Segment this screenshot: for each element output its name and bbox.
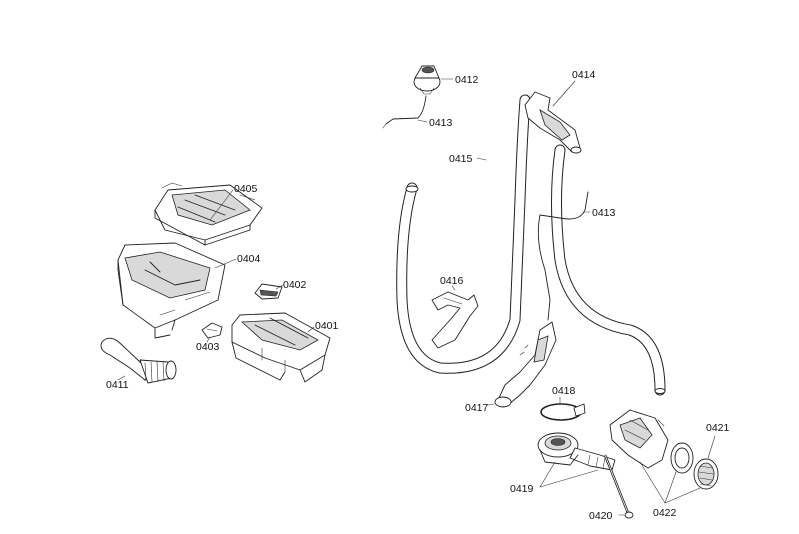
part-0403-seal-clip bbox=[201, 322, 223, 343]
label-0401: 0401 bbox=[315, 320, 339, 332]
part-0404-drawer-housing bbox=[117, 242, 237, 339]
label-0416: 0416 bbox=[440, 275, 464, 287]
part-0418-clamp-ring bbox=[540, 396, 586, 421]
label-0411: 0411 bbox=[106, 379, 129, 391]
label-0414: 0414 bbox=[572, 69, 596, 81]
part-0420-heater-rod bbox=[603, 454, 634, 519]
label-0422: 0422 bbox=[653, 507, 677, 519]
label-0418: 0418 bbox=[552, 385, 576, 397]
label-0419: 0419 bbox=[510, 483, 534, 495]
label-0404: 0404 bbox=[237, 253, 261, 265]
label-0412: 0412 bbox=[455, 74, 479, 86]
part-0402-siphon-cap bbox=[254, 283, 284, 300]
part-0415-short-hose bbox=[476, 143, 502, 187]
part-0412-pressure-switch bbox=[413, 65, 454, 95]
part-0414-sump-connector bbox=[524, 80, 582, 154]
part-0417-drain-elbow bbox=[487, 321, 557, 408]
part-0411-inlet-bellows-hose bbox=[100, 337, 177, 384]
label-0405: 0405 bbox=[234, 183, 258, 195]
part-0422-pump-gasket bbox=[639, 461, 701, 504]
part-0405-drawer-grille bbox=[154, 182, 263, 246]
label-0403: 0403 bbox=[196, 341, 220, 353]
part-0419-sump-assembly bbox=[537, 432, 616, 488]
part-0413-pressure-hose-top bbox=[382, 95, 428, 129]
long-drain-hose bbox=[396, 94, 666, 396]
part-0401-detergent-drawer bbox=[231, 312, 331, 383]
label-0417: 0417 bbox=[465, 402, 489, 414]
label-0402: 0402 bbox=[283, 279, 307, 291]
label-0415: 0415 bbox=[449, 153, 473, 165]
label-0421: 0421 bbox=[706, 422, 730, 434]
part-0416-hose-clip bbox=[431, 285, 479, 349]
part-0421-pump-filter bbox=[609, 409, 719, 490]
label-0420: 0420 bbox=[589, 510, 613, 522]
label-0413b: 0413 bbox=[592, 207, 616, 219]
label-0413a: 0413 bbox=[429, 117, 453, 129]
part-0413-pressure-hose-right bbox=[537, 191, 591, 321]
